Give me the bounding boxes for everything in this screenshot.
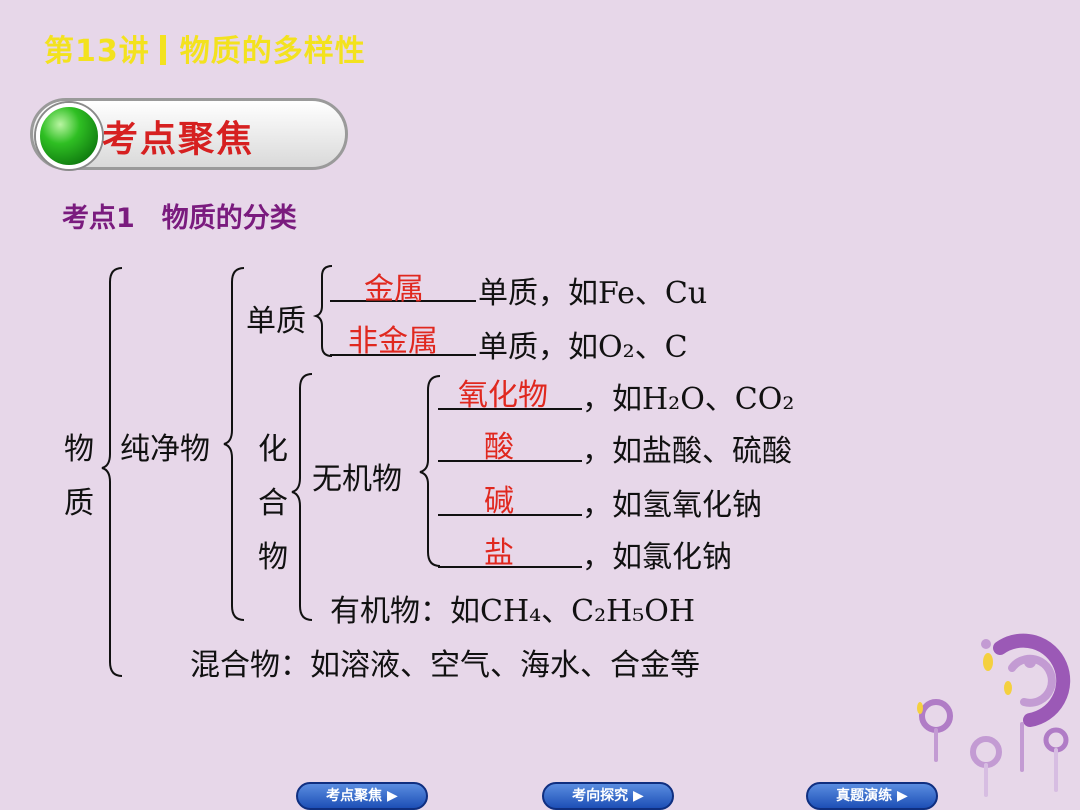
answer-salt: 盐	[484, 536, 514, 571]
banner-title: 考点聚焦	[102, 119, 255, 160]
answer-base: 碱	[484, 484, 514, 519]
section-title: 考点1 物质的分类	[62, 203, 297, 234]
mixture-row: 混合物：如溶液、空气、海水、合金等	[190, 648, 700, 683]
blank-line	[438, 408, 582, 410]
root-char-2: 质	[64, 486, 94, 521]
nav-button-practice[interactable]: 真题演练 ▶	[806, 782, 938, 810]
brace-element	[312, 265, 333, 357]
brace-root	[101, 267, 123, 677]
compound-char-3: 物	[258, 540, 288, 575]
compound-char-2: 合	[258, 486, 288, 521]
blank-line	[438, 514, 582, 516]
brace-compound	[291, 373, 313, 621]
inorganic-row-text: ，如H₂O、CO₂	[582, 382, 795, 417]
inorganic-row-text: ，如盐酸、硫酸	[582, 434, 792, 469]
element-label: 单质	[246, 304, 306, 339]
pure-substance-label: 纯净物	[120, 432, 210, 467]
answer-nonmetal: 非金属	[348, 324, 438, 359]
brace-pure	[223, 267, 245, 621]
blank-line	[330, 300, 476, 302]
header-divider	[159, 35, 166, 65]
nav-button-focus[interactable]: 考点聚焦 ▶	[296, 782, 428, 810]
brace-inorganic	[419, 375, 441, 567]
root-char-1: 物	[64, 432, 94, 467]
blank-line	[438, 566, 582, 568]
lecture-number: 第13讲	[44, 34, 150, 69]
lecture-topic: 物质的多样性	[179, 34, 366, 69]
blank-line	[330, 354, 476, 356]
lecture-header: 第13讲物质的多样性	[44, 26, 366, 70]
element-row-text: 单质，如Fe、Cu	[478, 276, 708, 311]
inorganic-row-text: ，如氢氧化钠	[582, 488, 762, 523]
element-row-text: 单质，如O₂、C	[478, 330, 688, 365]
answer-metal: 金属	[364, 272, 424, 307]
compound-char-1: 化	[258, 432, 288, 467]
inorganic-label: 无机物	[312, 462, 402, 497]
nav-button-explore[interactable]: 考向探究 ▶	[542, 782, 674, 810]
answer-acid: 酸	[484, 430, 514, 465]
answer-oxide: 氧化物	[458, 378, 548, 413]
inorganic-row-text: ，如氯化钠	[582, 540, 732, 575]
blank-line	[438, 460, 582, 462]
organic-row: 有机物：如CH₄、C₂H₅OH	[330, 594, 696, 629]
green-ball-icon	[36, 103, 102, 169]
